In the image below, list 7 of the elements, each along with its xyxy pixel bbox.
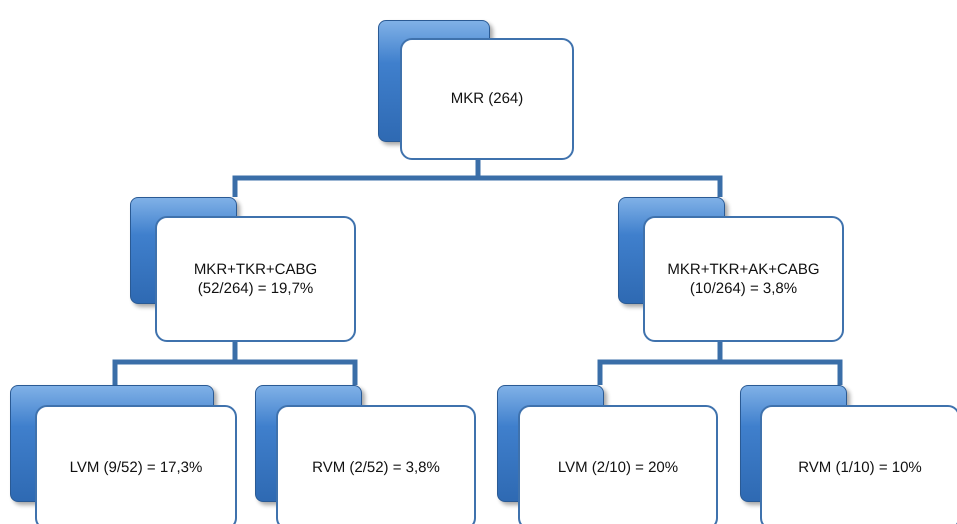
node-label: RVM (2/52) = 3,8% <box>312 458 440 478</box>
node-label: MKR+TKR+AK+CABG (10/264) = 3,8% <box>666 260 821 298</box>
node-label: LVM (2/10) = 20% <box>558 458 678 478</box>
node-label: MKR+TKR+CABG (52/264) = 19,7% <box>192 260 318 298</box>
node-label: LVM (9/52) = 17,3% <box>70 458 202 478</box>
node-label: RVM (1/10) = 10% <box>798 458 922 478</box>
node-label: MKR (264) <box>450 89 524 109</box>
